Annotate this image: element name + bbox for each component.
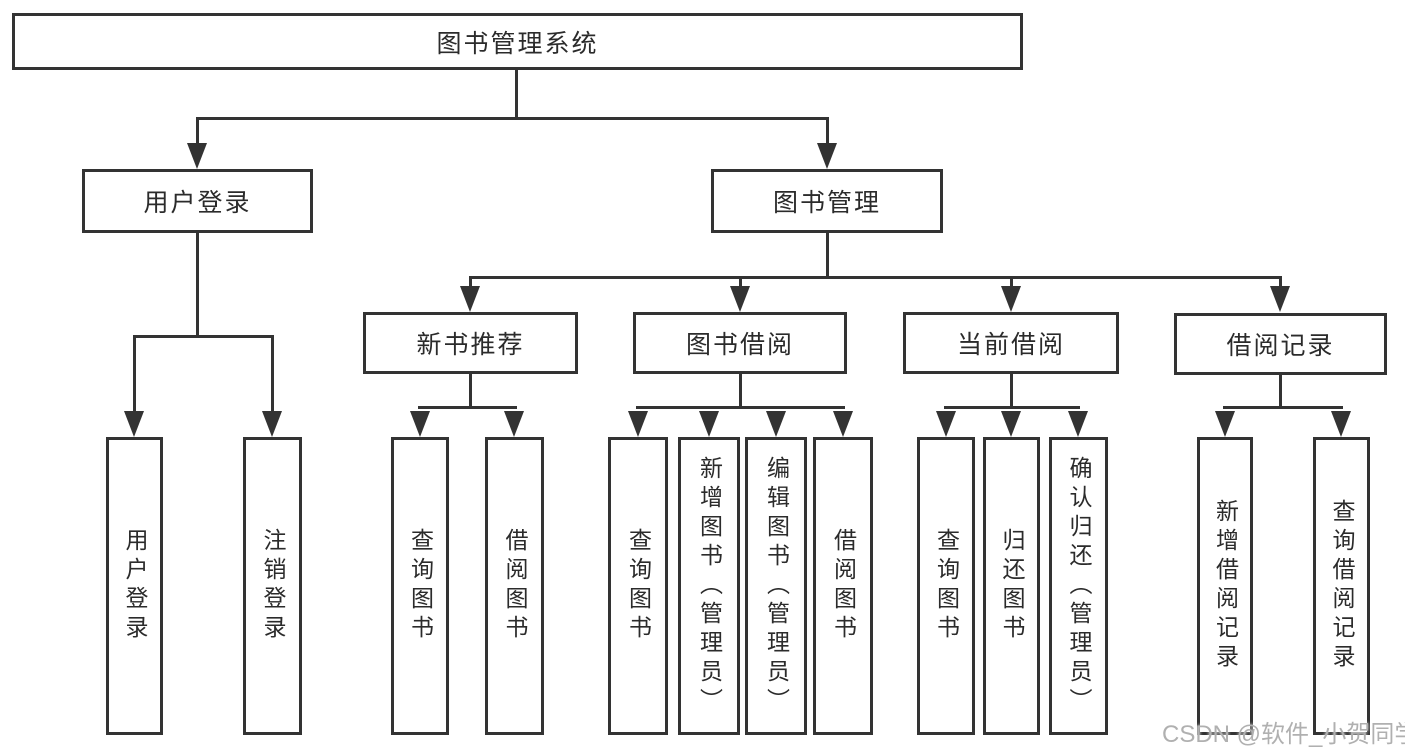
leaf-query-books-borrow: 查询图书 xyxy=(608,437,668,735)
node-root: 图书管理系统 xyxy=(12,13,1023,70)
leaf-logout: 注销登录 xyxy=(243,437,302,735)
arrow-down-icon xyxy=(833,411,853,437)
arrow-down-icon xyxy=(124,411,144,437)
node-new-book-recommend: 新书推荐 xyxy=(363,312,578,374)
node-current-borrow: 当前借阅 xyxy=(903,312,1119,374)
node-label: 用户登录 xyxy=(143,189,252,217)
arrow-down-icon xyxy=(187,143,207,169)
arrow-down-icon xyxy=(1001,411,1021,437)
connector xyxy=(196,117,828,120)
arrow-down-icon xyxy=(936,411,956,437)
connector xyxy=(636,406,845,409)
arrow-down-icon xyxy=(410,411,430,437)
node-borrow-record: 借阅记录 xyxy=(1174,313,1387,375)
node-book-management-group: 图书管理 xyxy=(711,169,943,233)
leaf-add-borrow-record: 新增借阅记录 xyxy=(1197,437,1253,735)
connector xyxy=(944,406,1080,409)
leaf-label: 新增图书（管理员） xyxy=(696,455,723,717)
connector xyxy=(271,335,274,413)
connector xyxy=(515,70,518,119)
leaf-add-books-admin: 新增图书（管理员） xyxy=(678,437,740,735)
leaf-label: 新增借阅记录 xyxy=(1212,499,1239,673)
node-label: 借阅记录 xyxy=(1226,332,1335,360)
leaf-query-books-current: 查询图书 xyxy=(917,437,975,735)
csdn-watermark: CSDN @软件_小贺同学 xyxy=(1162,721,1405,747)
connector xyxy=(1010,276,1013,290)
connector xyxy=(133,335,136,413)
arrow-down-icon xyxy=(730,286,750,312)
connector xyxy=(469,276,472,290)
connector xyxy=(196,117,199,145)
leaf-return-books: 归还图书 xyxy=(983,437,1040,735)
node-label: 图书管理 xyxy=(772,189,881,217)
leaf-label: 用户登录 xyxy=(122,528,148,644)
arrow-down-icon xyxy=(262,411,282,437)
connector xyxy=(826,233,829,278)
leaf-label: 确认归还（管理员） xyxy=(1066,455,1092,717)
leaf-label: 注销登录 xyxy=(260,528,286,644)
leaf-query-borrow-record: 查询借阅记录 xyxy=(1313,437,1370,735)
leaf-label: 查询借阅记录 xyxy=(1329,499,1355,673)
arrow-down-icon xyxy=(1068,411,1088,437)
connector xyxy=(469,374,472,408)
connector xyxy=(1010,374,1013,408)
connector xyxy=(739,374,742,408)
leaf-label: 查询图书 xyxy=(625,528,652,644)
arrow-down-icon xyxy=(1270,286,1290,312)
connector xyxy=(133,335,274,338)
leaf-label: 查询图书 xyxy=(933,528,960,644)
leaf-label: 查询图书 xyxy=(407,528,434,644)
arrow-down-icon xyxy=(628,411,648,437)
leaf-label: 归还图书 xyxy=(999,528,1025,644)
connector xyxy=(826,117,829,145)
leaf-user-login: 用户登录 xyxy=(106,437,163,735)
connector xyxy=(1279,375,1282,408)
arrow-down-icon xyxy=(1331,411,1351,437)
connector xyxy=(418,406,517,409)
connector xyxy=(1279,276,1282,290)
node-label: 当前借阅 xyxy=(956,331,1065,359)
leaf-borrow-books: 借阅图书 xyxy=(813,437,873,735)
arrow-down-icon xyxy=(699,411,719,437)
arrow-down-icon xyxy=(460,286,480,312)
connector xyxy=(196,233,199,337)
arrow-down-icon xyxy=(817,143,837,169)
arrow-down-icon xyxy=(766,411,786,437)
leaf-label: 编辑图书（管理员） xyxy=(763,455,790,717)
leaf-query-books-recommend: 查询图书 xyxy=(391,437,449,735)
node-user-login-group: 用户登录 xyxy=(82,169,313,233)
leaf-label: 借阅图书 xyxy=(830,528,857,644)
connector xyxy=(469,276,1282,279)
connector xyxy=(739,276,742,290)
node-label: 图书借阅 xyxy=(685,331,794,359)
node-book-borrow: 图书借阅 xyxy=(633,312,847,374)
node-root-label: 图书管理系统 xyxy=(436,29,599,58)
node-label: 新书推荐 xyxy=(416,331,525,359)
leaf-confirm-return-admin: 确认归还（管理员） xyxy=(1049,437,1108,735)
arrow-down-icon xyxy=(1001,286,1021,312)
arrow-down-icon xyxy=(504,411,524,437)
arrow-down-icon xyxy=(1215,411,1235,437)
leaf-label: 借阅图书 xyxy=(502,528,528,644)
leaf-edit-books-admin: 编辑图书（管理员） xyxy=(745,437,807,735)
connector xyxy=(1223,406,1343,409)
leaf-borrow-books-recommend: 借阅图书 xyxy=(485,437,544,735)
